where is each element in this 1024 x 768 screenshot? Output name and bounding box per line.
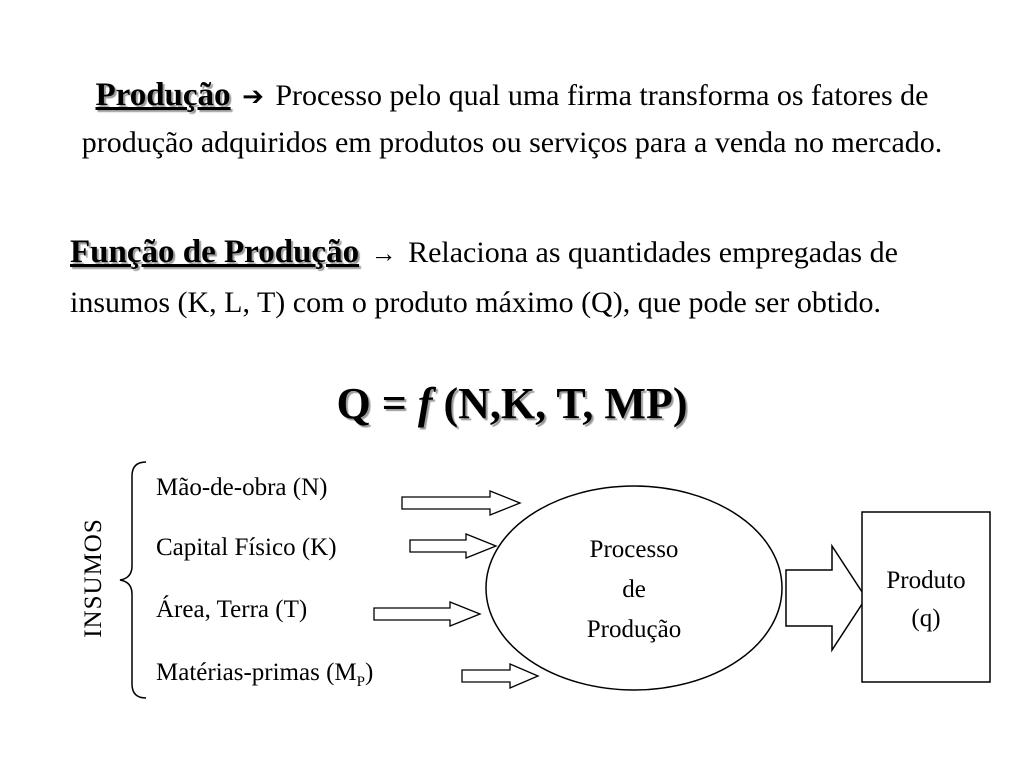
formula-function-symbol: f: [417, 379, 433, 428]
input-label-capital: Capital Físico (K): [156, 534, 337, 561]
term-producao: Produção: [95, 77, 231, 113]
input-arrow-t: [373, 601, 482, 627]
formula-lhs: Q =: [336, 379, 418, 428]
process-label-line2: de: [622, 576, 646, 603]
input-arrow-mp: [461, 663, 540, 689]
process-label-line1: Processo: [589, 536, 679, 563]
definition-funcao-text: Relaciona as quantidades empregadas de i…: [70, 236, 898, 319]
term-funcao-producao: Função de Produção: [70, 234, 360, 270]
process-label-line3: Produção: [586, 616, 682, 643]
input-label-mao-de-obra: Mão-de-obra (N): [156, 474, 328, 501]
input-label-terra: Área, Terra (T): [156, 596, 308, 623]
input-arrow-k: [409, 533, 498, 559]
definition-producao: Produção ➔ Processo pelo qual uma firma …: [60, 72, 964, 166]
output-label-line1: Produto: [886, 567, 966, 594]
output-label: Produto (q): [862, 562, 990, 638]
input-label-materias-primas-text: Matérias-primas (M: [156, 659, 357, 686]
output-label-line2: (q): [911, 605, 941, 632]
output-arrow: [785, 543, 867, 653]
input-label-materias-primas-suffix: ): [364, 659, 374, 686]
definition-funcao-producao: Função de Produção → Relaciona as quanti…: [70, 228, 970, 327]
input-label-materias-primas: Matérias-primas (MP): [156, 659, 373, 691]
insumos-label: INSUMOS: [80, 518, 107, 638]
formula-rhs: (N,K, T, MP): [432, 379, 688, 428]
process-ellipse: [485, 485, 783, 691]
definition-producao-text: Processo pelo qual uma firma transforma …: [81, 79, 943, 159]
production-formula: Q = f (N,K, T, MP): [0, 378, 1024, 429]
input-arrow-n: [401, 490, 522, 516]
arrow-right-icon: →: [370, 239, 397, 268]
insumos-brace: [119, 461, 147, 699]
output-box: [861, 511, 991, 683]
process-label: Processo de Produção: [546, 530, 722, 650]
input-label-materias-primas-subscript: P: [356, 674, 365, 690]
arrow-right-icon: ➔: [242, 82, 264, 111]
